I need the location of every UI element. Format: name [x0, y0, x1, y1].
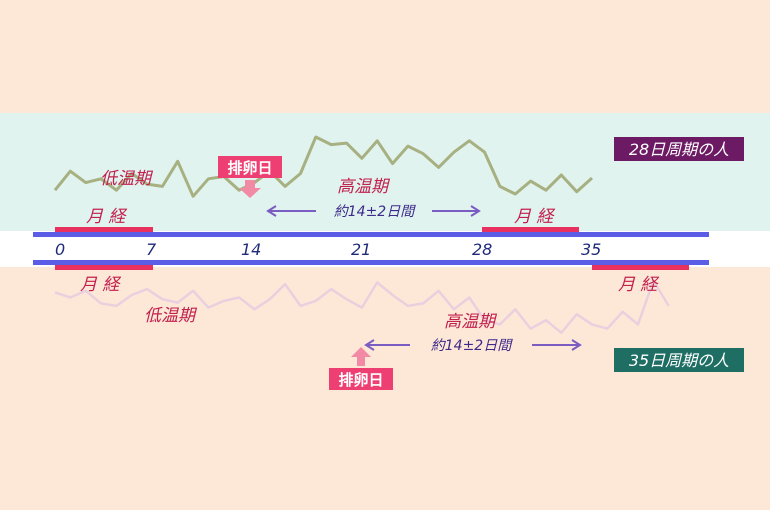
top-menses-label-2: 月 経 — [514, 207, 555, 227]
tick-label: 14 — [241, 240, 261, 259]
top-temperature-line — [53, 135, 594, 198]
bottom-menses-label-1: 月 経 — [80, 275, 121, 295]
tick-label: 28 — [472, 240, 492, 259]
bottom-title-badge — [614, 348, 744, 372]
bottom-low-period-label: 低温期 — [144, 306, 198, 326]
menses-bar-bottom-2 — [592, 265, 689, 270]
top-duration-arrow — [266, 205, 481, 217]
top-duration-label: 約14±2日間 — [334, 204, 416, 220]
menses-bar-top-1 — [55, 227, 153, 232]
top-high-period-label: 高温期 — [337, 177, 391, 197]
bottom-duration-arrow — [364, 339, 582, 351]
top-band — [0, 113, 770, 231]
top-title-badge — [614, 137, 744, 161]
tick-label: 21 — [351, 240, 371, 259]
top-ovulation-label: 排卵日 — [227, 159, 272, 177]
axis-line-bottom — [33, 260, 709, 265]
tick-label: 0 — [55, 240, 65, 259]
bottom-title: 35日周期の人 — [629, 351, 729, 370]
top-low-period-label: 低温期 — [100, 169, 154, 189]
top-ovulation-badge — [218, 156, 282, 178]
bottom-ovulation-label: 排卵日 — [338, 371, 383, 389]
top-title: 28日周期の人 — [629, 140, 729, 159]
bottom-high-period-label: 高温期 — [444, 312, 498, 332]
axis-line-top — [33, 232, 709, 237]
tick-label: 35 — [581, 240, 601, 259]
bottom-temperature-line — [54, 279, 670, 335]
bottom-duration-label: 約14±2日間 — [431, 338, 513, 354]
top-menses-label-1: 月 経 — [86, 207, 127, 227]
bottom-ovulation-badge — [329, 368, 393, 390]
bottom-menses-label-2: 月 経 — [618, 275, 659, 295]
menses-bar-bottom-1 — [55, 265, 153, 270]
bottom-ovulation-arrow — [351, 347, 371, 366]
tick-label: 7 — [146, 240, 157, 259]
top-ovulation-arrow — [239, 180, 261, 198]
menses-bar-top-2 — [482, 227, 579, 232]
